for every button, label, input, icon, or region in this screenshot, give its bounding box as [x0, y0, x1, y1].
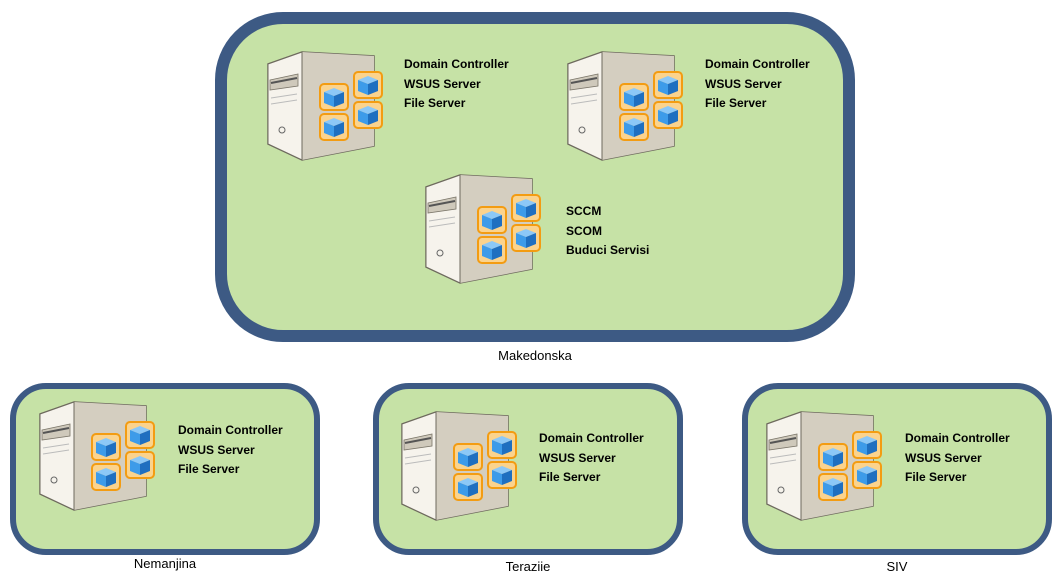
server-roles: Domain Controller WSUS Server File Serve…	[539, 429, 644, 488]
role-label: WSUS Server	[178, 442, 255, 457]
server-icon	[34, 400, 174, 512]
role-label: File Server	[404, 96, 466, 110]
site-label-nemanjina: Nemanjina	[133, 556, 197, 571]
server-icon	[761, 410, 901, 522]
role-label: WSUS Server	[905, 450, 982, 465]
role-label: File Server	[705, 96, 767, 110]
role-label: Domain Controller	[905, 431, 1010, 445]
role-label: SCOM	[566, 223, 602, 238]
site-label-siv: SIV	[886, 559, 908, 574]
role-label: Domain Controller	[178, 423, 283, 437]
server-roles: Domain Controller WSUS Server File Serve…	[178, 421, 283, 480]
role-label: WSUS Server	[705, 76, 782, 91]
role-label: Buduci Servisi	[566, 243, 650, 257]
role-label: File Server	[178, 462, 240, 476]
server-roles: SCCM SCOM Buduci Servisi	[566, 202, 649, 261]
role-label: Domain Controller	[539, 431, 644, 445]
role-label: File Server	[905, 470, 967, 484]
role-label: WSUS Server	[539, 450, 616, 465]
role-label: SCCM	[566, 204, 602, 218]
role-label: Domain Controller	[705, 57, 810, 71]
server-roles: Domain Controller WSUS Server File Serve…	[905, 429, 1010, 488]
server-icon	[262, 50, 402, 162]
role-label: File Server	[539, 470, 601, 484]
server-icon	[562, 50, 702, 162]
site-label-makedonska: Makedonska	[498, 348, 572, 363]
server-icon	[396, 410, 536, 522]
server-roles: Domain Controller WSUS Server File Serve…	[404, 55, 509, 114]
role-label: WSUS Server	[404, 76, 481, 91]
server-icon	[420, 173, 560, 285]
role-label: Domain Controller	[404, 57, 509, 71]
server-roles: Domain Controller WSUS Server File Serve…	[705, 55, 810, 114]
site-label-terazije: Teraziie	[505, 559, 551, 574]
